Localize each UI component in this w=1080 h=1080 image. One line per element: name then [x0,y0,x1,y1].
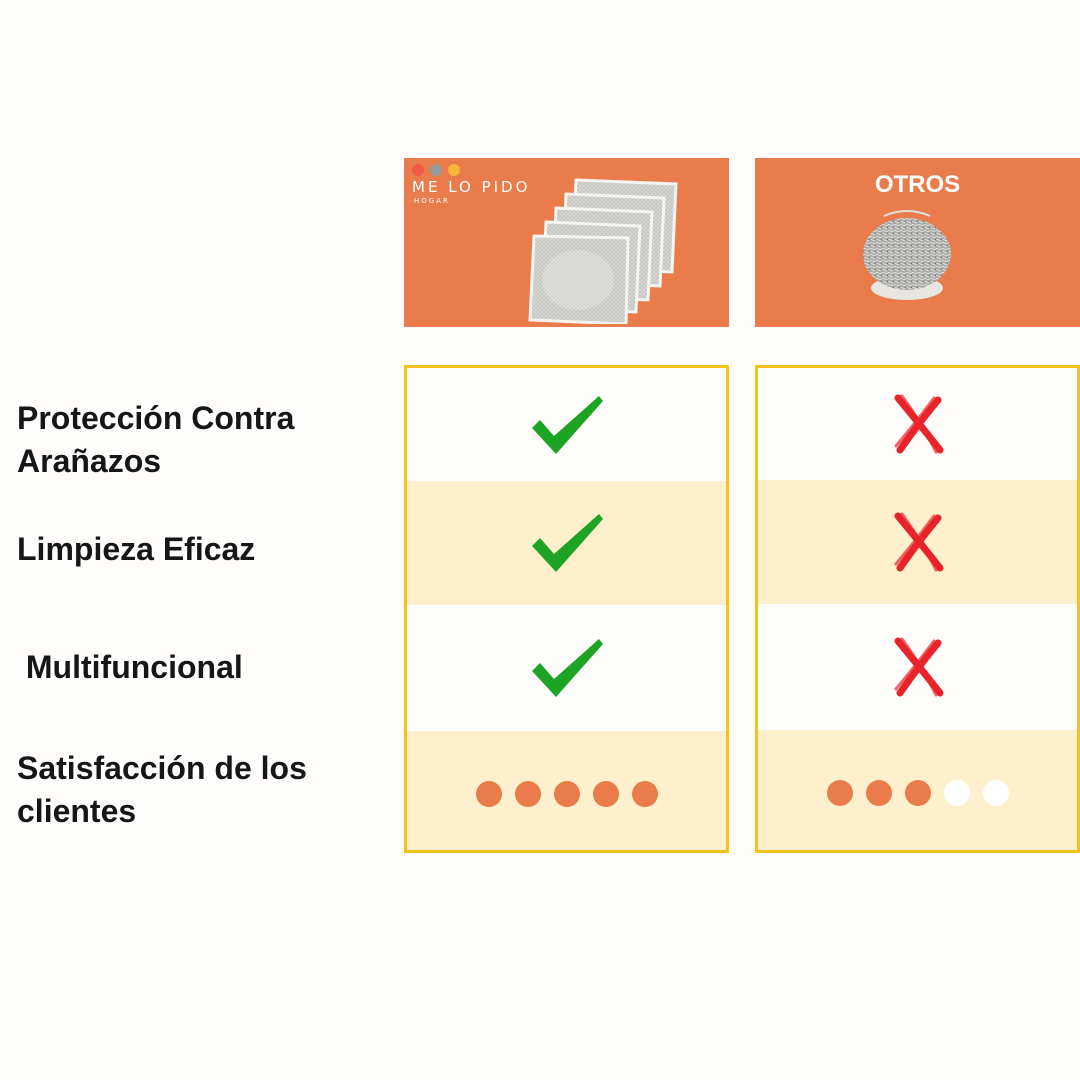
brand-product-card: ME LO PIDO HOGAR [404,158,729,327]
rating-dot-filled [514,780,541,807]
others-column [755,365,1080,853]
rating-dot-filled [475,780,502,807]
brand-row-effective-cleaning [407,481,726,605]
check-icon [531,639,603,697]
steel-mesh-cloths-image [528,178,678,324]
brand-row-scratch-protection [407,368,726,481]
logo-dot-red [412,164,424,176]
brand-row-customer-satisfaction [407,731,726,850]
others-row-customer-satisfaction [758,730,1077,850]
brand-logo-dots [412,164,460,176]
feature-label-customer-satisfaction: Satisfacción de los clientes [17,750,307,829]
feature-label-effective-cleaning: Limpieza Eficaz [17,531,256,567]
steel-wool-scrubber-image [863,210,951,300]
others-row-effective-cleaning [758,480,1077,604]
others-rating [826,780,1009,806]
others-row-multifunctional [758,604,1077,730]
brand-row-multifunctional [407,605,726,731]
rating-dot-filled [826,780,853,806]
cross-icon [894,637,943,697]
brand-name: ME LO PIDO [412,178,531,196]
brand-tagline: HOGAR [414,197,450,205]
others-title: OTROS [874,171,961,198]
rating-dot-filled [631,780,658,807]
rating-dot-filled [592,780,619,807]
brand-column [404,365,729,853]
cross-icon [894,512,943,572]
feature-label-scratch-protection: Protección Contra Arañazos [17,400,295,479]
rating-dot-empty [982,780,1009,806]
rating-dot-filled [553,780,580,807]
feature-label-multifunctional: Multifuncional [17,649,243,685]
rating-dot-empty [943,780,970,806]
rating-dot-filled [904,780,931,806]
logo-dot-gray [430,164,442,176]
check-icon [531,514,603,572]
cross-icon [894,394,943,454]
logo-dot-yellow [448,164,460,176]
others-row-scratch-protection [758,368,1077,480]
check-icon [531,395,603,454]
rating-dot-filled [865,780,892,806]
brand-rating [475,780,658,807]
others-product-card: OTROS [755,158,1080,327]
